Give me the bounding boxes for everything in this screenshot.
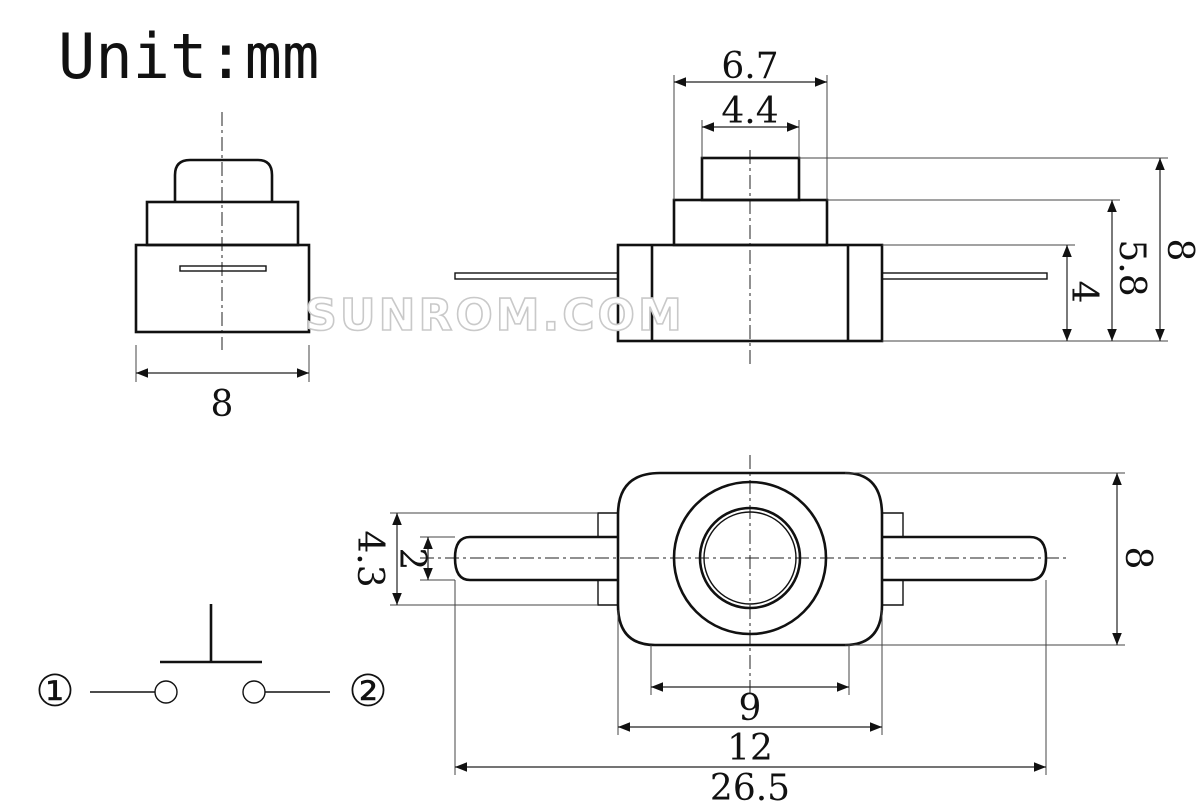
bottom-width-total-label: 26.5 — [710, 768, 790, 809]
side-height-total-label: 8 — [1159, 239, 1200, 262]
top-width-inner-label: 4.4 — [721, 91, 778, 132]
top-width-outer-label: 6.7 — [721, 46, 778, 87]
bottom-pin-outer-label: 4.3 — [349, 530, 390, 587]
side-height-body-label: 4 — [1063, 281, 1104, 304]
watermark: SUNROM.COM — [305, 290, 685, 341]
front-width-label: 8 — [211, 384, 234, 425]
side-height-mid-label: 5.8 — [1111, 239, 1152, 296]
terminal-1-label: ① — [35, 666, 74, 717]
bottom-height-label: 8 — [1117, 547, 1158, 570]
side-view: 6.7 4.4 8 5.8 4 — [454, 46, 1200, 365]
bottom-width-inner-label: 9 — [739, 688, 762, 729]
bottom-pin-inner-label: 2 — [391, 548, 432, 571]
unit-label: Unit:mm — [58, 20, 319, 93]
switch-schematic: ① ② — [35, 604, 388, 717]
bottom-width-body-label: 12 — [727, 728, 773, 769]
terminal-2-label: ② — [348, 666, 387, 717]
front-view: 8 — [134, 112, 311, 425]
bottom-view: 4.3 2 8 9 12 26.5 — [349, 455, 1158, 809]
